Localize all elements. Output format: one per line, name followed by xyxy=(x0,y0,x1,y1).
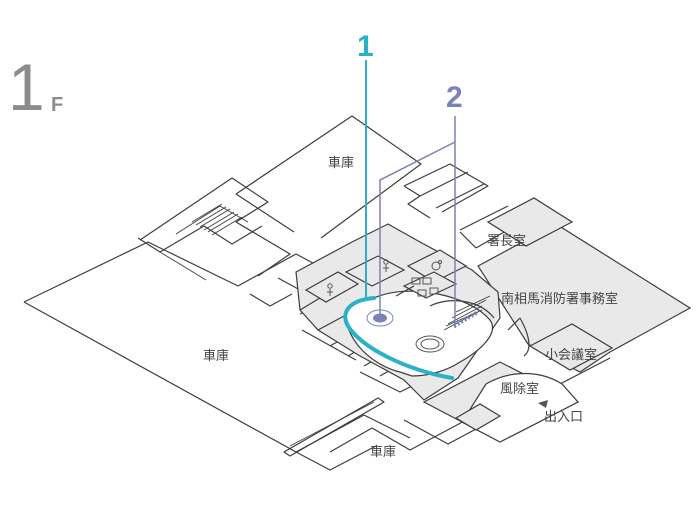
marker-1: 1 xyxy=(343,30,454,380)
room-label-small-meeting: 小会議室 xyxy=(545,347,597,363)
room-label-windbreak: 風除室 xyxy=(500,381,539,397)
marker-2: 2 xyxy=(366,81,480,328)
office-area xyxy=(422,197,692,443)
small-meeting-area xyxy=(528,323,614,371)
wheelchair-icon xyxy=(411,260,442,297)
lobby-area xyxy=(295,223,501,401)
marker-2-label: 2 xyxy=(446,81,463,114)
entrance-arrow-icon xyxy=(538,400,548,408)
room-label-chief: 署長室 xyxy=(487,233,526,249)
room-label-garage-left: 車庫 xyxy=(203,349,229,364)
room-label-entrance: 出入口 xyxy=(544,410,583,425)
restroom-top xyxy=(344,255,406,287)
room-label-garage-top: 車庫 xyxy=(328,156,354,171)
room-label-garage-bottom: 車庫 xyxy=(370,445,396,460)
stair-upper-left xyxy=(191,203,243,236)
restroom-icon xyxy=(327,259,389,296)
restroom-mid xyxy=(402,271,458,299)
room-label-office: 南相馬消防署事務室 xyxy=(501,291,618,307)
building-outline xyxy=(23,115,611,471)
marker-1-label: 1 xyxy=(357,30,374,63)
restroom-box xyxy=(454,403,502,431)
floor-number: 1 xyxy=(8,50,45,124)
chief-room-area xyxy=(486,197,574,247)
floor-suffix: F xyxy=(51,94,63,116)
